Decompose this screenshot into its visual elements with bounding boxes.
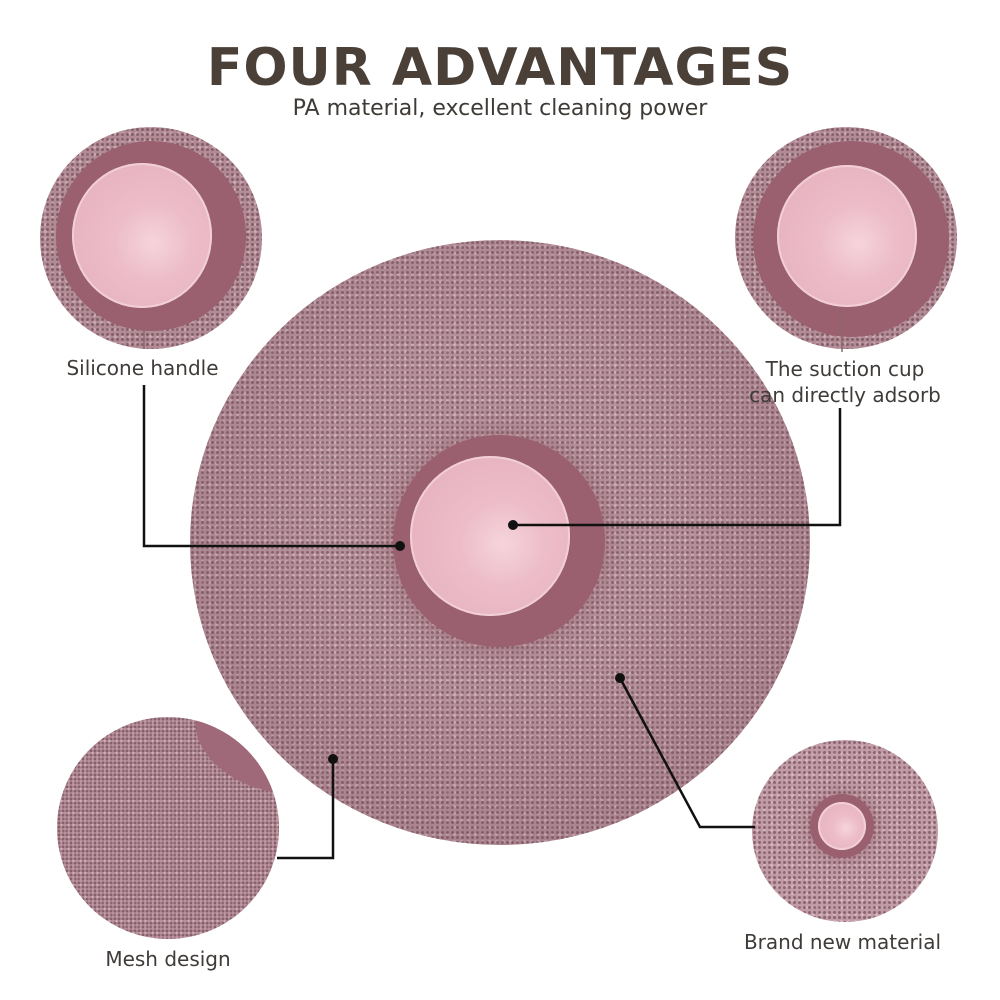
marker-dot-mesh-design xyxy=(328,754,338,764)
page-subtitle: PA material, excellent cleaning power xyxy=(292,96,708,121)
page-title: FOUR ADVANTAGES xyxy=(206,38,794,98)
brand-new-material-label: Brand new material xyxy=(743,930,942,954)
marker-dot-silicone-handle xyxy=(395,541,405,551)
mesh-design-closeup xyxy=(57,717,279,939)
brand-new-material-closeup xyxy=(752,740,938,922)
suction-cup-closeup xyxy=(735,127,957,349)
suction-cup-label: The suction cup can directly adsorb xyxy=(735,356,955,408)
marker-dot-suction-cup xyxy=(508,520,518,530)
leader-line-brand-new-material xyxy=(618,677,755,829)
leader-line-silicone-handle xyxy=(142,385,400,548)
main-sponge-image xyxy=(190,240,810,845)
suction-cup-label-line1: The suction cup xyxy=(765,357,925,381)
suction-cup-label-line2: can directly adsorb xyxy=(749,383,941,407)
mesh-design-label: Mesh design xyxy=(105,947,231,971)
leader-line-suction-cup xyxy=(513,408,842,527)
silicone-handle-label: Silicone handle xyxy=(66,356,219,380)
leader-line-mesh-design xyxy=(277,759,335,860)
marker-dot-brand-new-material xyxy=(615,673,625,683)
silicone-handle-closeup xyxy=(40,127,262,349)
